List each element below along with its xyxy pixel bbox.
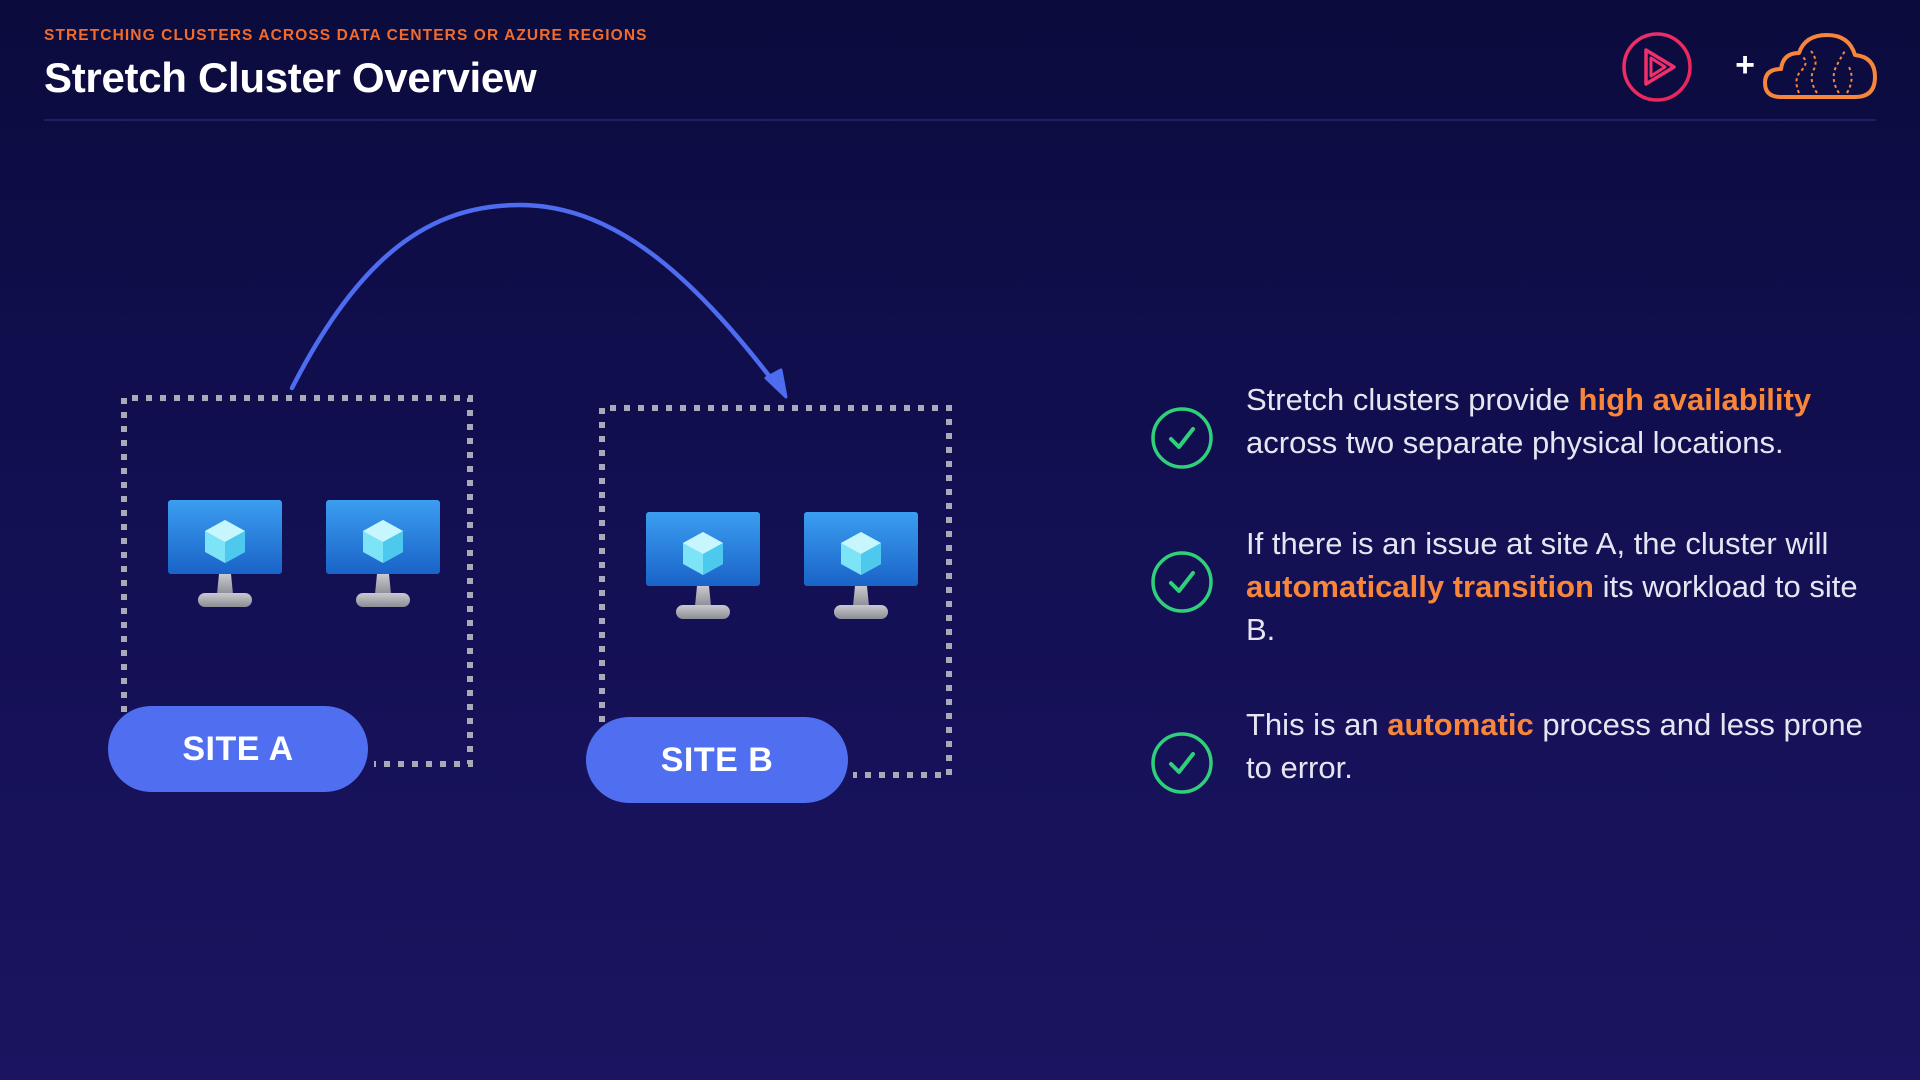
benefits-list: Stretch clusters provide high availabili… — [1150, 378, 1890, 847]
slide-title: Stretch Cluster Overview — [44, 54, 537, 101]
benefit-text: Stretch clusters provide high availabili… — [1246, 378, 1890, 464]
benefit-text: This is an automatic process and less pr… — [1246, 703, 1890, 789]
text-span: Stretch clusters provide — [1246, 382, 1579, 417]
header-divider — [44, 119, 1876, 121]
site-a-label: SITE A — [108, 706, 368, 792]
cloud-icon — [1763, 33, 1877, 99]
play-circle-icon — [1622, 32, 1692, 102]
highlight-span: high availability — [1578, 382, 1812, 417]
brand-logos: + — [1620, 30, 1880, 104]
highlight-span: automatic — [1387, 707, 1534, 742]
benefit-item: This is an automatic process and less pr… — [1150, 703, 1890, 795]
text-span: its workload to site B. — [1246, 569, 1858, 647]
text-span: If there is an issue at site A, the clus… — [1246, 526, 1829, 561]
benefit-item: If there is an issue at site A, the clus… — [1150, 522, 1890, 651]
slide-eyebrow: STRETCHING CLUSTERS ACROSS DATA CENTERS … — [44, 27, 648, 44]
text-span: This is an — [1246, 707, 1388, 742]
plus-sign: + — [1735, 46, 1755, 84]
stretch-cluster-diagram: SITE A SITE B — [0, 0, 1000, 900]
site-a-frame — [121, 395, 473, 767]
site-b-label: SITE B — [586, 717, 848, 803]
monitor-cube-icon — [646, 512, 760, 619]
benefit-item: Stretch clusters provide high availabili… — [1150, 378, 1890, 470]
monitor-cube-icon — [326, 500, 440, 607]
check-circle-icon — [1151, 732, 1213, 794]
site-b-frame — [599, 405, 952, 778]
slide-header: STRETCHING CLUSTERS ACROSS DATA CENTERS … — [44, 26, 648, 102]
text-span: across two separate physical locations. — [1246, 425, 1784, 460]
benefit-text: If there is an issue at site A, the clus… — [1246, 522, 1890, 651]
curved-arrow-icon — [289, 202, 788, 399]
check-circle-icon — [1151, 551, 1213, 613]
highlight-span: automatically transition — [1246, 569, 1594, 604]
monitor-cube-icon — [804, 512, 918, 619]
text-span: process and less prone to error. — [1246, 707, 1863, 785]
monitor-cube-icon — [168, 500, 282, 607]
check-circle-icon — [1151, 407, 1213, 469]
